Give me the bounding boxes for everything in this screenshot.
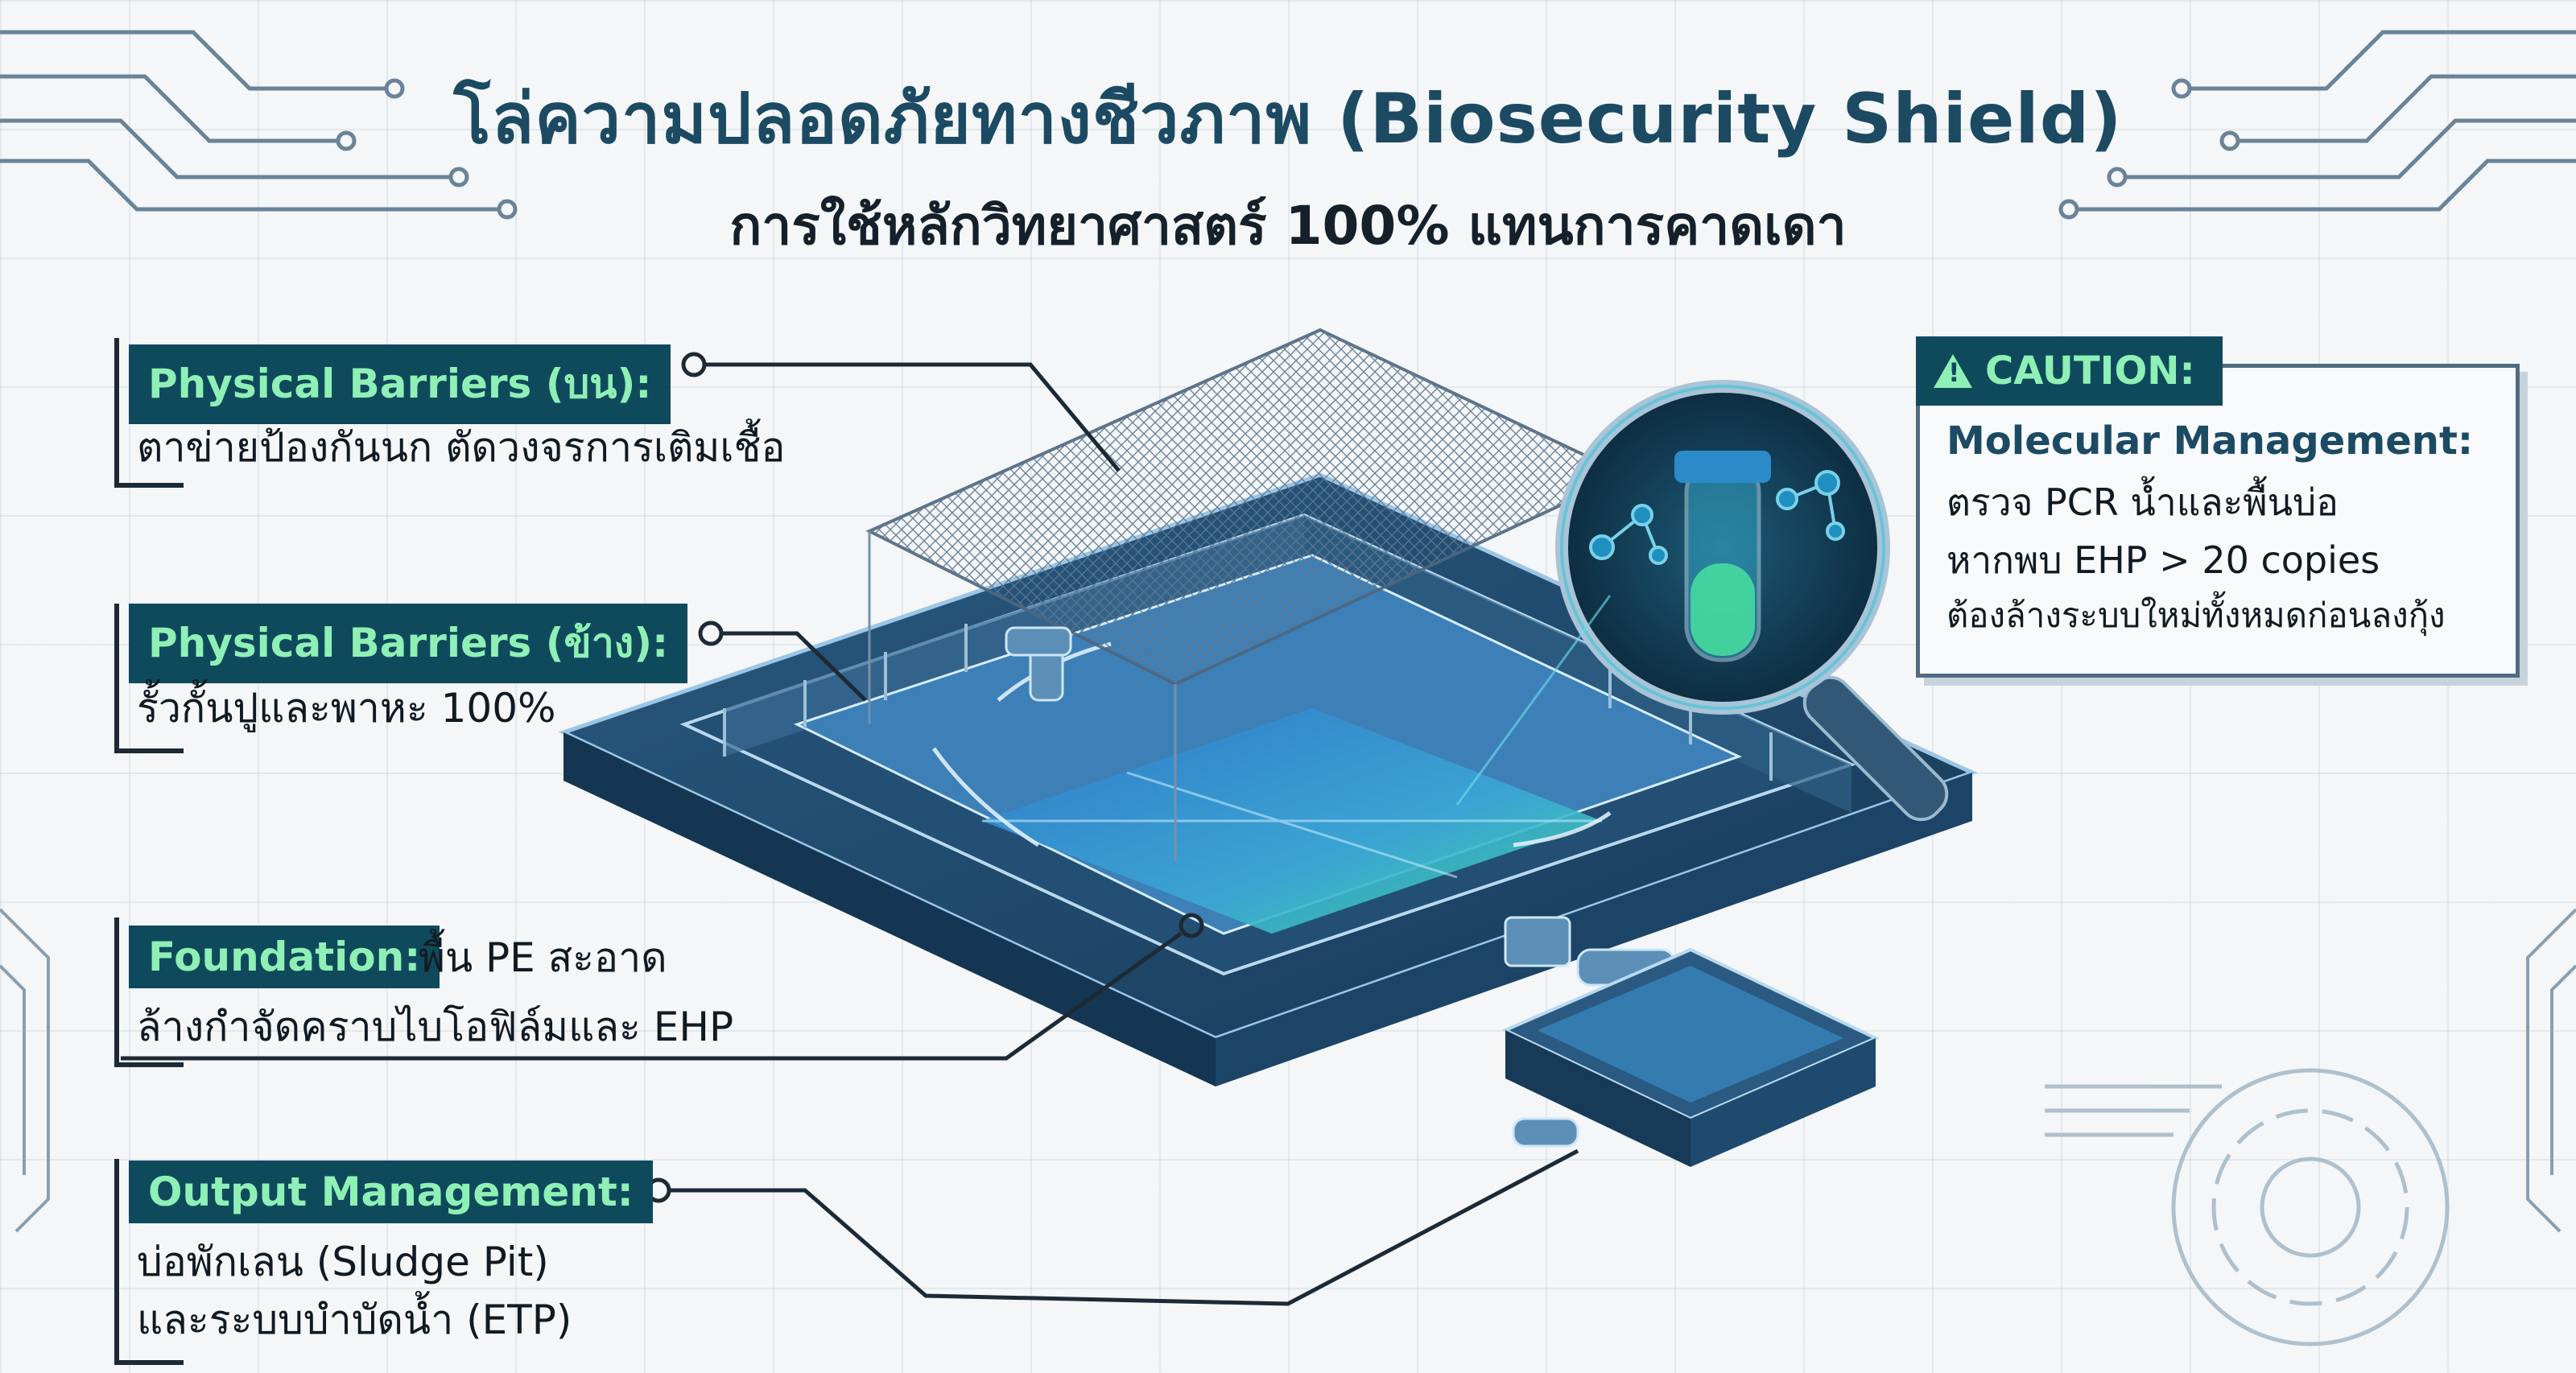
callout-desc-top-barrier: ตาข่ายป้องกันนก ตัดวงจรการเติมเชื้อ: [137, 424, 786, 471]
circuit-trace: [0, 30, 518, 220]
callout-label-output: Output Management:: [129, 1161, 653, 1223]
callout-desc-foundation: ล้างกำจัดคราบไบโอฟิล์มและ EHP: [137, 1004, 734, 1050]
callout-label-side-barrier: Physical Barriers (ข้าง):: [129, 604, 688, 683]
callout-label-top-barrier: Physical Barriers (บน):: [129, 344, 671, 424]
caution-label: CAUTION:: [1985, 348, 2195, 394]
callout-desc-output-2: และระบบบำบัดน้ำ (ETP): [137, 1297, 572, 1343]
warning-icon: [1934, 354, 1972, 388]
caution-line-1: ตรวจ PCR น้ำและพื้นบ่อ: [1946, 480, 2339, 524]
page-subtitle: การใช้หลักวิทยาศาสตร์ 100% แทนการคาดเดา: [729, 195, 1847, 257]
callout-bracket: [114, 604, 184, 753]
caution-line-2: หากพบ EHP > 20 copies: [1946, 538, 2380, 582]
callout-bracket: [114, 338, 184, 488]
caution-line-3: ต้องล้างระบบใหม่ทั้งหมดก่อนลงกุ้ง: [1946, 596, 2446, 635]
callout-bracket: [114, 917, 184, 1067]
caution-title: Molecular Management:: [1946, 418, 2474, 464]
gauge-graphic: [2045, 1068, 2450, 1346]
magnifier-icon: [1555, 380, 1949, 822]
caution-tag: CAUTION:: [1916, 336, 2223, 406]
sludge-pit: [1501, 947, 1880, 1167]
callout-bracket: [114, 1159, 184, 1365]
pipe-icon: [1005, 626, 1676, 1148]
circuit-trace: [2058, 30, 2576, 220]
molecule-icon: [1589, 470, 1845, 565]
test-tube-icon: [1674, 451, 1771, 662]
callout-desc-foundation-inline: พื้น PE สะอาด: [419, 934, 667, 981]
callout-desc-side-barrier: รั้วกั้นปูและพาหะ 100%: [137, 685, 556, 732]
callout-desc-output-1: บ่อพักเลน (Sludge Pit): [137, 1239, 549, 1285]
page-title: โล่ความปลอดภัยทางชีวภาพ (Biosecurity Shi…: [453, 79, 2123, 159]
callout-label-foundation: Foundation:: [129, 926, 440, 988]
